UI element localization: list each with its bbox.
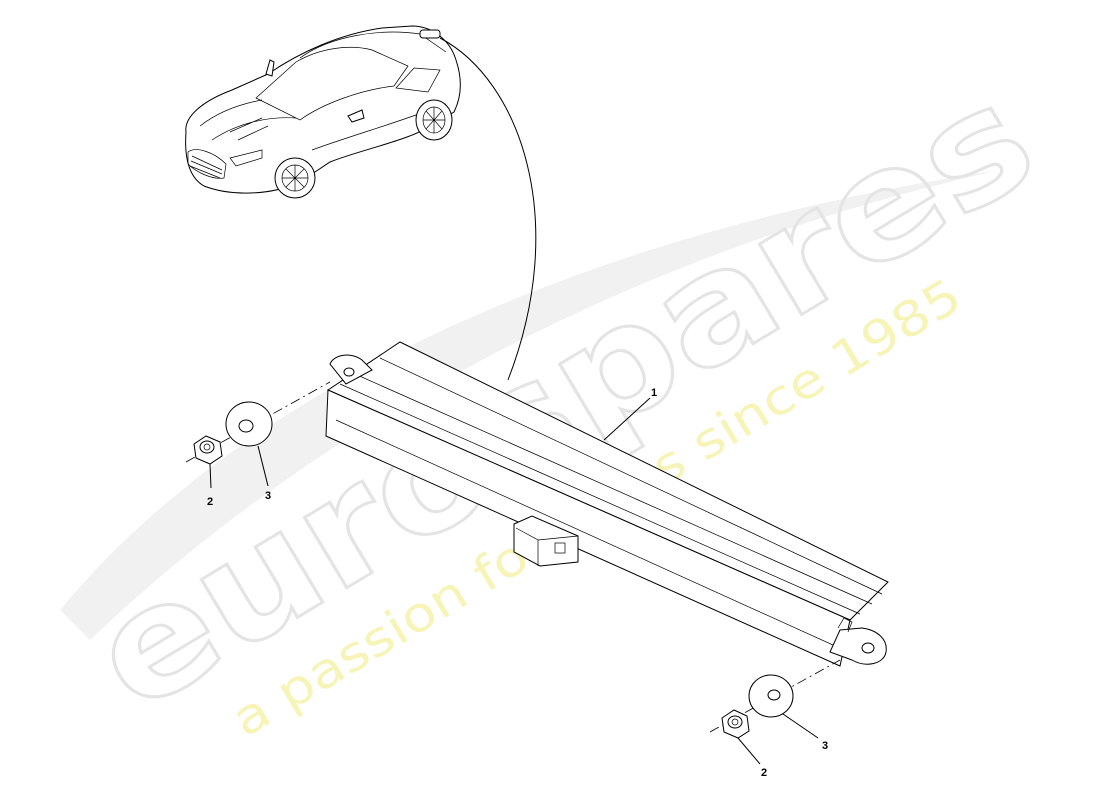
module-right-hole <box>861 642 875 654</box>
callout-leader-2-right <box>737 737 761 765</box>
callout-leader-1 <box>603 397 651 441</box>
module-connector-face <box>515 527 579 566</box>
right-nut <box>721 709 750 739</box>
callout-leader-2-left <box>209 463 212 489</box>
right-washer <box>748 674 794 718</box>
module-left-hole <box>343 367 355 377</box>
left-nut <box>193 435 223 465</box>
callout-1: 1 <box>651 387 657 399</box>
module-front-face <box>325 389 851 667</box>
callout-leader-3-right <box>782 713 819 739</box>
car-front-wheel <box>274 157 316 199</box>
car-grille <box>187 149 227 179</box>
car-illustration <box>185 25 461 199</box>
car-rear-wheel <box>415 99 453 141</box>
car-mirror <box>347 109 365 123</box>
car-antenna <box>265 59 275 77</box>
car-bonnet-lines <box>199 99 297 141</box>
car-side-window <box>395 67 441 93</box>
module-right-tab-detail <box>837 617 853 633</box>
location-leader <box>439 37 537 381</box>
car-grille-bars <box>189 155 223 179</box>
module-connector-latch <box>554 542 566 554</box>
car-rear-light <box>419 29 441 39</box>
callout-3-left: 3 <box>265 490 271 502</box>
car-headlight <box>229 149 263 167</box>
car-windshield <box>255 46 409 121</box>
left-washer <box>225 401 273 447</box>
callout-3-right: 3 <box>822 740 828 752</box>
module-ridges <box>335 357 883 651</box>
module-right-tab <box>829 627 887 665</box>
callout-leader-3-left <box>257 445 269 487</box>
control-module <box>325 341 889 667</box>
car-body <box>185 25 461 194</box>
callout-2-left: 2 <box>207 496 213 508</box>
callout-2-right: 2 <box>761 767 767 779</box>
module-connector <box>513 515 579 567</box>
car-roofline <box>299 31 447 59</box>
